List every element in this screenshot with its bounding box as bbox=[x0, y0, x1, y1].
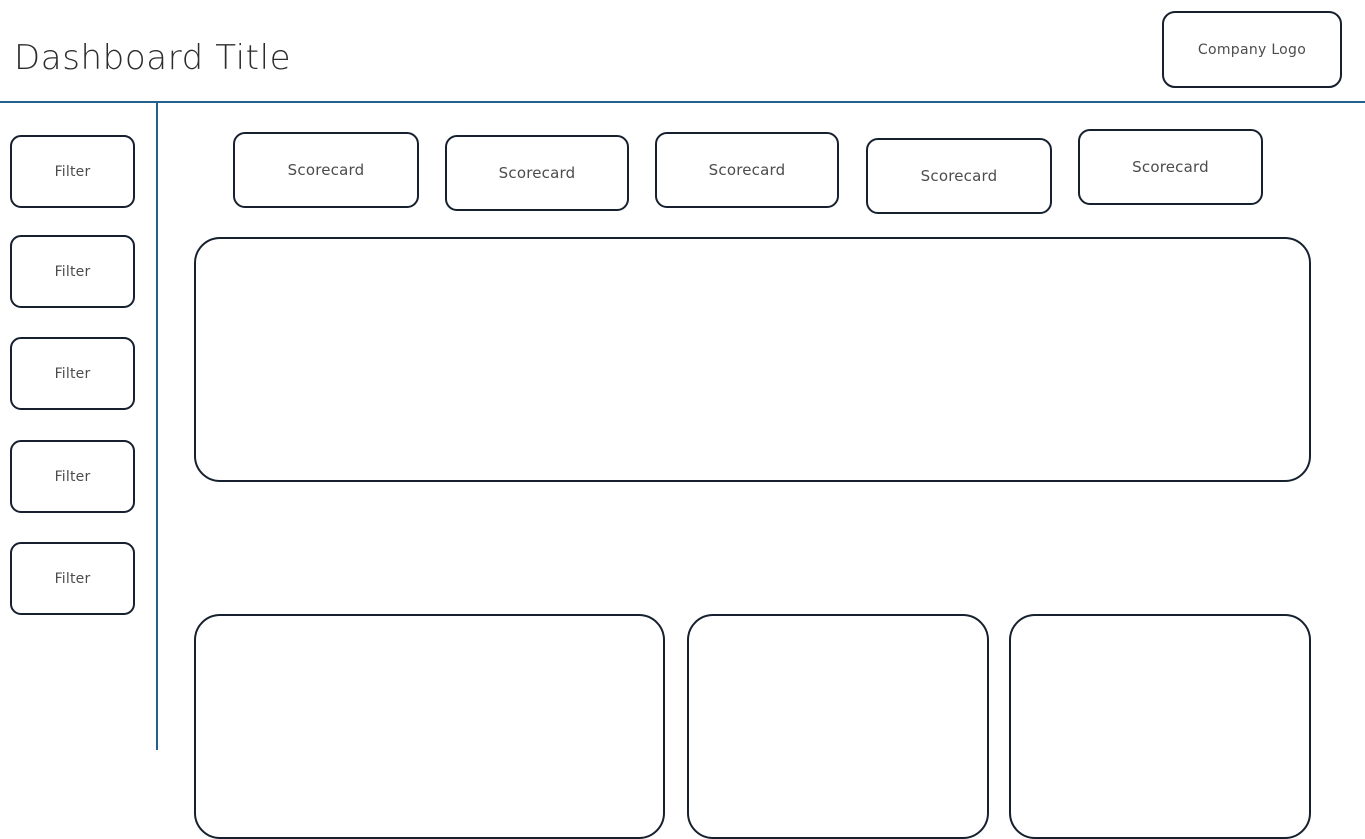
bottom-panel-left[interactable] bbox=[194, 614, 665, 839]
filter-button-4[interactable]: Filter bbox=[10, 440, 135, 513]
filter-button-3[interactable]: Filter bbox=[10, 337, 135, 410]
filter-button-label: Filter bbox=[54, 163, 91, 180]
filter-button-label: Filter bbox=[54, 468, 91, 485]
page-title: Dashboard Title bbox=[14, 38, 292, 78]
scorecard-label: Scorecard bbox=[287, 161, 365, 179]
scorecard-2[interactable]: Scorecard bbox=[445, 135, 629, 211]
filter-button-5[interactable]: Filter bbox=[10, 542, 135, 615]
scorecard-3[interactable]: Scorecard bbox=[655, 132, 839, 208]
company-logo-placeholder[interactable]: Company Logo bbox=[1162, 11, 1342, 88]
sidebar-divider bbox=[156, 103, 158, 750]
scorecard-label: Scorecard bbox=[708, 161, 786, 179]
company-logo-label: Company Logo bbox=[1197, 41, 1307, 58]
filter-button-label: Filter bbox=[54, 263, 91, 280]
scorecard-label: Scorecard bbox=[1132, 158, 1209, 176]
bottom-panel-center[interactable] bbox=[687, 614, 989, 839]
header-divider bbox=[0, 101, 1365, 103]
filter-button-label: Filter bbox=[54, 570, 91, 587]
header-bar: Dashboard Title Company Logo bbox=[0, 0, 1365, 102]
main-chart-panel[interactable] bbox=[194, 237, 1311, 482]
scorecard-4[interactable]: Scorecard bbox=[866, 138, 1052, 214]
scorecard-1[interactable]: Scorecard bbox=[233, 132, 419, 208]
filter-button-1[interactable]: Filter bbox=[10, 135, 135, 208]
scorecard-5[interactable]: Scorecard bbox=[1078, 129, 1263, 205]
filter-button-2[interactable]: Filter bbox=[10, 235, 135, 308]
bottom-panel-right[interactable] bbox=[1009, 614, 1311, 839]
filter-button-label: Filter bbox=[54, 365, 91, 382]
scorecard-label: Scorecard bbox=[920, 167, 998, 185]
scorecard-label: Scorecard bbox=[498, 164, 576, 182]
